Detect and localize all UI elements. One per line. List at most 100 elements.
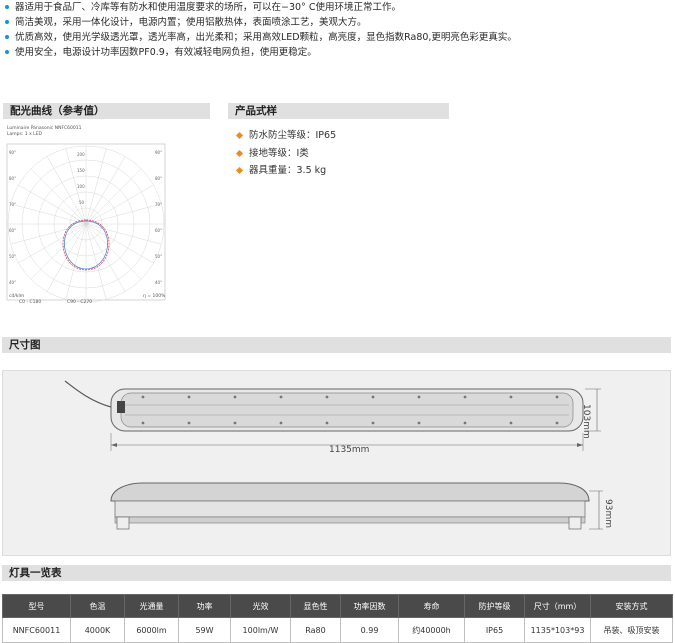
angle-label-right-80: 80° (155, 176, 162, 181)
table-cell: IP65 (464, 617, 525, 643)
feature-line-3: 优质高效，使用光学级透光罩，透光率高，出光柔和；采用高效LED颗粒，高亮度，显色… (3, 30, 671, 45)
screw-dot (417, 395, 421, 399)
polar-grid-spoke (30, 168, 87, 225)
screw-dot (233, 421, 237, 425)
table-cell: 1135*103*93 (524, 617, 591, 643)
bullet-icon (5, 50, 9, 54)
table-header-cell: 型号 (2, 594, 71, 618)
polar-grid-spoke (65, 148, 87, 225)
polar-caption-1: Luminaire Panasonic NNFC60011 (7, 126, 82, 131)
length-label: 1135mm (329, 445, 370, 455)
table-header-row: 型号 色温 光通量 功率 光效 显色性 功率因数 寿命 防护等级 尺寸（mm） … (2, 594, 673, 618)
power-cable (64, 380, 112, 408)
polar-grid-spoke (85, 148, 107, 225)
table-header-cell: 功率因数 (340, 594, 399, 618)
table-header-cell: 防护等级 (464, 594, 525, 618)
polar-grid-spoke (85, 223, 107, 300)
dimension-drawing (64, 380, 603, 530)
diamond-bullet-icon (235, 166, 244, 174)
screw-dot (509, 421, 513, 425)
polar-grid-spoke (85, 223, 142, 280)
fixture-side-lens (114, 516, 586, 524)
curve-c90 (64, 220, 108, 270)
polar-grid-spoke (85, 223, 154, 264)
polar-grid-spoke (10, 203, 87, 225)
screw-dot (555, 395, 559, 399)
table-header-cell: 光通量 (124, 594, 179, 618)
polar-grid-spoke (18, 184, 87, 225)
radial-label-100: 100 (77, 184, 85, 189)
product-spec-heading: 产品式样 (228, 103, 449, 119)
table-header-cell: 寿命 (398, 594, 465, 618)
bullet-icon (5, 20, 9, 24)
angle-label-left-80: 80° (9, 176, 16, 181)
feature-line-2: 简洁美观，采用一体化设计，电源内置；使用铝散热体，表面喷涂工艺，美观大方。 (3, 15, 671, 30)
screw-dot (279, 395, 283, 399)
height-label: 93mm (603, 499, 613, 528)
polar-grid-spoke (30, 223, 87, 280)
polar-grid-spoke (85, 203, 162, 225)
polar-grid-spoke (65, 223, 87, 300)
angle-label-right-50: 50° (155, 254, 162, 259)
polar-caption-2: Lamps: 1 x LED (7, 132, 42, 137)
fixture-screws (141, 395, 559, 425)
polar-grid-spoke (46, 156, 87, 225)
table-cell: 59W (178, 617, 231, 643)
screw-dot (417, 421, 421, 425)
fixture-side-body (114, 500, 586, 518)
screw-dot (325, 421, 329, 425)
legend-c90: C90 - C270 (67, 300, 93, 305)
polar-plot: 200 150 100 50 90° 80° 70° 60° 50° 40° 9… (6, 143, 166, 303)
light-distribution-diagram: Luminaire Panasonic NNFC60011 Lamps: 1 x… (5, 124, 173, 305)
cable-gland (117, 401, 125, 413)
polar-grid-spoke (85, 184, 154, 225)
table-cell: 吊装、吸顶安装 (590, 617, 673, 643)
dimension-heading: 尺寸图 (2, 337, 671, 353)
end-cap-left (116, 516, 130, 530)
diamond-bullet-icon (235, 131, 244, 139)
table-heading: 灯具一览表 (2, 565, 671, 581)
screw-dot (509, 395, 513, 399)
arrow-right (577, 443, 583, 447)
table-cell: 6000lm (124, 617, 179, 643)
spec-item-ground: 接地等级：I类 (234, 147, 309, 161)
angle-label-right-70: 70° (155, 202, 162, 207)
screw-dot (371, 421, 375, 425)
radial-label-50: 50 (79, 200, 85, 205)
table-row: NNFC60011 4000K 6000lm 59W 100lm/W Ra80 … (2, 617, 673, 643)
table-cell: 约40000h (398, 617, 465, 643)
dimension-drawing-area: 1135mm 103mm 93mm (2, 370, 671, 556)
legend-c0: C0 - C180 (19, 300, 42, 305)
polar-grid-spoke (18, 223, 87, 264)
spec-item-ip: 防水防尘等级：IP65 (234, 129, 336, 143)
width-label: 103mm (581, 404, 591, 439)
table-cell: 100lm/W (230, 617, 291, 643)
angle-label-left-50: 50° (9, 254, 16, 259)
angle-label-left-70: 70° (9, 202, 16, 207)
screw-dot (141, 421, 145, 425)
table-header-cell: 功率 (178, 594, 231, 618)
polar-grid-spoke (85, 156, 126, 225)
screw-dot (187, 395, 191, 399)
polar-grid-spoke (10, 223, 87, 245)
angle-label-right-40: 40° (155, 280, 162, 285)
angle-label-left-90: 90° (9, 150, 16, 155)
polar-grid-spoke (85, 168, 142, 225)
angle-label-left-60: 60° (9, 228, 16, 233)
curve-c0 (62, 219, 110, 271)
polar-grid (7, 145, 165, 303)
screw-dot (463, 421, 467, 425)
screw-dot (233, 395, 237, 399)
polar-unit-label: cd/klm (9, 294, 25, 299)
feature-line-4: 使用安全，电源设计功率因数PF0.9，有效减轻电网负担，使用更稳定。 (3, 45, 671, 60)
end-cap-right (568, 516, 582, 530)
table-header-cell: 尺寸（mm） (524, 594, 591, 618)
radial-label-200: 200 (77, 152, 85, 157)
table-cell: Ra80 (290, 617, 341, 643)
product-table: 型号 色温 光通量 功率 光效 显色性 功率因数 寿命 防护等级 尺寸（mm） … (2, 594, 673, 643)
screw-dot (325, 395, 329, 399)
bullet-icon (5, 35, 9, 39)
polar-grid-spoke (85, 223, 162, 245)
screw-dot (141, 395, 145, 399)
table-header-cell: 安装方式 (590, 594, 673, 618)
